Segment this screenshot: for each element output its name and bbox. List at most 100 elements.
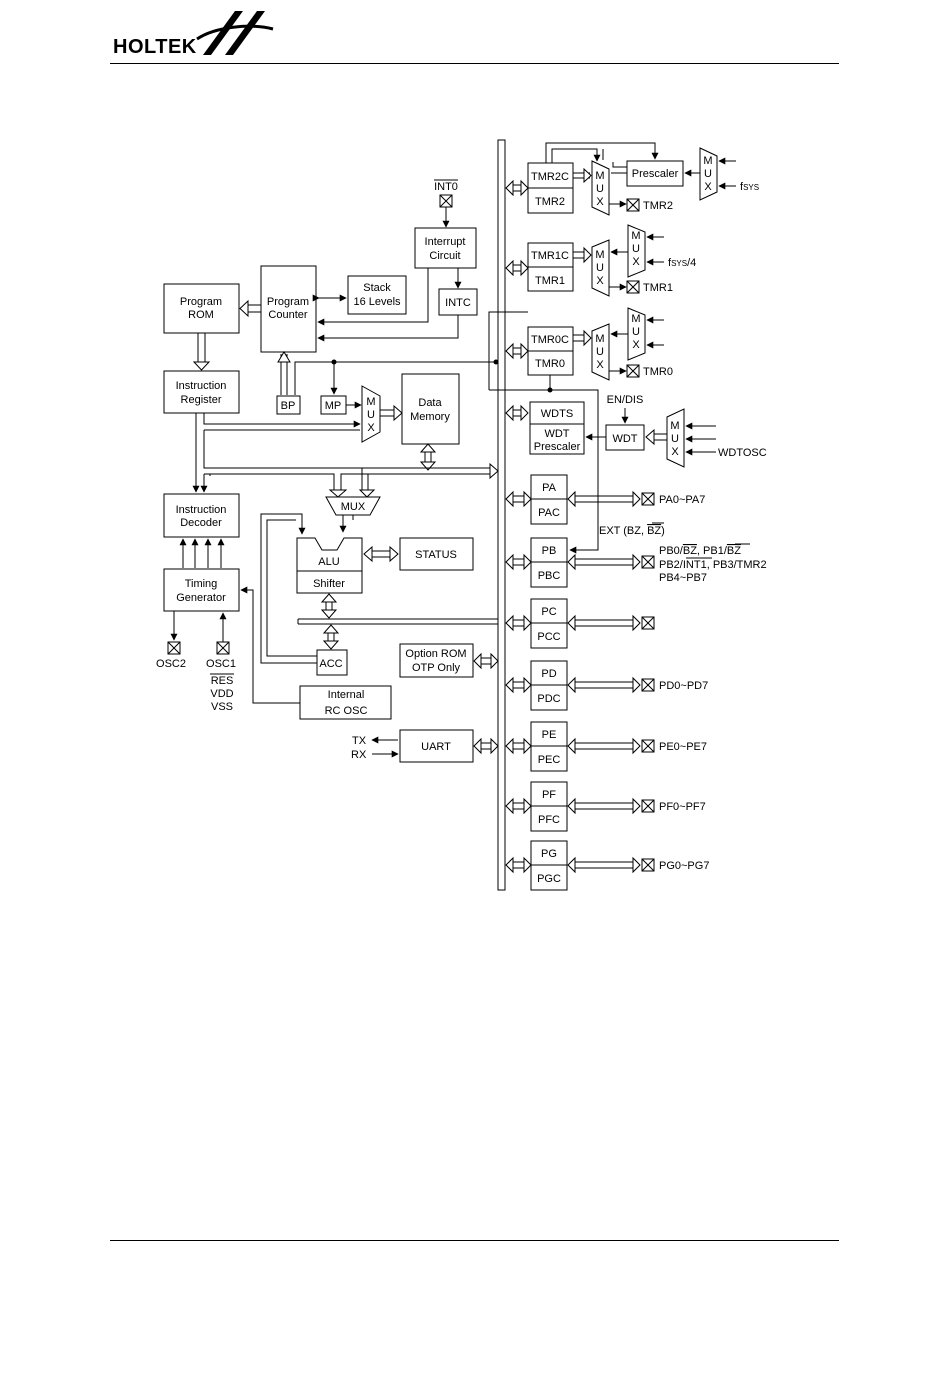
bus-double-arrow <box>505 179 529 197</box>
pc-to-rom-arrow <box>239 299 261 318</box>
instruction-decoder-label-1: Instruction <box>176 504 227 516</box>
en-dis-label: EN/DIS <box>607 394 644 406</box>
osc1-pin: OSC1 <box>206 641 236 670</box>
bus-double-arrow <box>473 737 499 755</box>
port-pins-label: PE0~PE7 <box>659 741 707 753</box>
tmr1-mux-m: M <box>595 249 604 261</box>
svg-text:PB0/BZ, PB1/BZ: PB0/BZ, PB1/BZ <box>659 545 741 557</box>
internal-rc-osc-block: Internal RC OSC <box>299 685 392 720</box>
address-mux-m: M <box>366 396 375 408</box>
interrupt-circuit-label-1: Interrupt <box>425 236 466 248</box>
bus-double-arrow <box>505 404 529 422</box>
address-mux-x: X <box>367 422 375 434</box>
data-memory-label-1: Data <box>418 397 442 409</box>
wdt-mux-m: M <box>670 420 679 432</box>
header-rule <box>110 63 839 64</box>
res-label: RES <box>211 675 234 687</box>
tmr2-group: TMR2C TMR2 M U X Prescaler M U X fSYS TM… <box>527 142 759 216</box>
port-pins-label: PF0~PF7 <box>659 801 706 813</box>
status-block: STATUS <box>399 537 474 571</box>
tmr1-mux-x: X <box>596 275 604 287</box>
tmr2-clk-mux-m: M <box>703 155 712 167</box>
alu-label: ALU <box>318 556 339 568</box>
bus-double-arrow <box>505 342 529 360</box>
tmr0-pin-label: TMR0 <box>643 366 673 378</box>
port-register-label: PF <box>542 789 556 801</box>
instruction-decoder-block: Instruction Decoder <box>163 493 240 538</box>
wdt-group: WDTS WDT Prescaler WDT EN/DIS M U X WDTO… <box>529 394 767 468</box>
tmr2-clk-mux-x: X <box>704 181 712 193</box>
tmr0c-label: TMR0C <box>531 334 569 346</box>
port-register-label: PG <box>541 848 557 860</box>
port-pin-arrow <box>567 797 641 815</box>
acc-block: ACC <box>316 649 348 676</box>
shifter-label: Shifter <box>313 578 345 590</box>
port-pg: PG PGC PG0~PG7 <box>505 840 709 891</box>
option-rom-label-2: OTP Only <box>412 662 461 674</box>
uart-label: UART <box>421 741 451 753</box>
port-pin-arrow <box>567 553 641 571</box>
svg-text:PB2/INT1, PB3/TMR2: PB2/INT1, PB3/TMR2 <box>659 559 767 571</box>
tmr2c-label: TMR2C <box>531 171 569 183</box>
address-mux: M U X <box>361 385 381 443</box>
tmr2-fsys: fSYS <box>740 181 759 193</box>
instruction-decoder-label-2: Decoder <box>180 517 222 529</box>
wdtosc-label: WDTOSC <box>718 447 767 459</box>
option-rom-label-1: Option ROM <box>405 648 466 660</box>
tmr0-group: TMR0C TMR0 M U X M U X TMR0 <box>527 307 673 381</box>
intc-block: INTC <box>438 288 478 316</box>
acc-label: ACC <box>319 658 342 670</box>
ext-bz-label: EXT (BZ, BZ) <box>599 525 665 537</box>
shifter-bus-arrow <box>320 593 338 619</box>
program-counter-block: Program Counter <box>260 265 317 353</box>
tmr2-mux-x: X <box>596 196 604 208</box>
stack-label-1: Stack <box>363 282 391 294</box>
osc1-label: OSC1 <box>206 658 236 670</box>
tmr0-clk-mux-x: X <box>632 339 640 351</box>
footer-rule <box>110 1240 839 1241</box>
osc2-pin: OSC2 <box>156 641 186 670</box>
tmr0-clk-mux-u: U <box>632 326 640 338</box>
bus-double-arrow <box>505 856 532 874</box>
port-pin-arrow <box>567 490 641 508</box>
program-counter-label-2: Counter <box>268 309 307 321</box>
port-control-label: PBC <box>538 570 561 582</box>
tmr1c-label: TMR1C <box>531 250 569 262</box>
status-label: STATUS <box>415 549 457 561</box>
bus-double-arrow <box>505 553 532 571</box>
address-mux-u: U <box>367 409 375 421</box>
port-control-label: PEC <box>538 754 561 766</box>
port-pin-arrow <box>567 856 641 874</box>
tmr0-mux-m: M <box>595 333 604 345</box>
mp-block: MP <box>320 395 347 415</box>
memory-bus-arrow <box>419 443 437 471</box>
program-rom-label-1: Program <box>180 296 222 308</box>
port-pins-label: PG0~PG7 <box>659 860 709 872</box>
port-register-label: PC <box>541 606 556 618</box>
wdt-mux-u: U <box>671 433 679 445</box>
tmr1-group: TMR1C TMR1 M U X M U X fSYS/4 TMR1 <box>527 224 696 297</box>
wdts-label: WDTS <box>541 408 573 420</box>
data-memory-block: Data Memory <box>401 373 460 445</box>
uart-block: UART <box>399 729 474 763</box>
timing-generator-label-1: Timing <box>185 578 218 590</box>
data-bus <box>297 139 506 891</box>
data-memory-label-2: Memory <box>410 411 450 423</box>
timing-generator-block: Timing Generator <box>163 568 240 612</box>
wdt-label: WDT <box>612 433 637 445</box>
stack-block: Stack 16 Levels <box>347 275 407 315</box>
brand-name: HOLTEK <box>113 36 197 58</box>
rx-label: RX <box>351 749 367 761</box>
tmr1-label: TMR1 <box>535 275 565 287</box>
io-ports: PAPACPA0~PA7PBPBCPCPCCPDPDCPD0~PD7PEPECP… <box>505 474 709 891</box>
bus-double-arrow <box>505 676 532 694</box>
port-control-label: PGC <box>537 873 561 885</box>
internal-rc-osc-label-2: RC OSC <box>325 705 368 717</box>
rom-to-ir-arrow <box>192 333 211 371</box>
int0-pin: INT0 <box>434 179 458 228</box>
option-rom-block: Option ROM OTP Only <box>399 643 474 678</box>
